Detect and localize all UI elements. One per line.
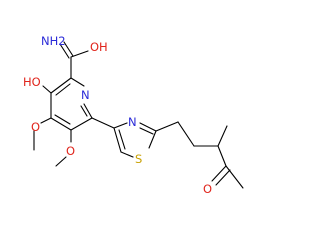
bonds xyxy=(33,41,244,189)
nh2-label: NH2 xyxy=(41,34,66,48)
bond-ketone-c-o xyxy=(211,165,227,182)
ketone-o-label: O xyxy=(203,182,212,196)
bond-c7-nh xyxy=(59,43,70,59)
molecule-structure: NH2 OH HO N O O N S O xyxy=(23,34,244,196)
bond-chain-methyl xyxy=(217,125,228,147)
bond-c2-n1 xyxy=(70,77,85,87)
methoxy-o-upper-label: O xyxy=(31,120,40,134)
bond-th-c5-c4 xyxy=(113,127,122,153)
bond-chain-4 xyxy=(217,145,227,167)
bond-ketone-c-o-double xyxy=(215,169,231,186)
bond-n1-c6 xyxy=(83,103,93,119)
bond-chain-1 xyxy=(155,121,179,132)
bond-th-n-c2-inner xyxy=(139,127,154,135)
bond-c5-c4-inner xyxy=(54,114,71,125)
atom-labels: NH2 OH HO N O O N S O xyxy=(23,34,212,196)
bond-c6-thiazole xyxy=(91,117,115,129)
bond-th-c5-c4-inner xyxy=(118,129,126,150)
bond-c5-c4 xyxy=(50,117,72,131)
bond-th-n-c2 xyxy=(139,122,157,132)
bond-c7-nh-double xyxy=(63,41,74,57)
bond-th-c2-s xyxy=(148,130,157,149)
thiazole-n-label: N xyxy=(128,115,137,129)
bond-th-s-c5 xyxy=(120,151,134,158)
bond-c3-oh xyxy=(42,85,52,94)
bond-ketone-ch3 xyxy=(225,165,244,189)
bond-th-c4-n xyxy=(113,122,128,129)
bond-c3-c2 xyxy=(50,77,72,94)
imidic-oh-label: OH xyxy=(90,40,108,54)
bond-n1-c6-inner xyxy=(80,105,88,117)
pyridine-n-label: N xyxy=(81,88,90,102)
bond-c6-c5 xyxy=(70,117,93,131)
methoxy-o-lower-label: O xyxy=(66,144,75,158)
bond-c4-o xyxy=(40,117,52,124)
bond-chain-2 xyxy=(177,121,195,147)
bond-o-ch3-lower xyxy=(55,156,67,167)
thiazole-s-label: S xyxy=(135,152,142,166)
bond-c3-c2-inner xyxy=(55,83,71,96)
hydroxy-label: HO xyxy=(23,75,41,89)
bond-c7-oh xyxy=(70,50,89,58)
